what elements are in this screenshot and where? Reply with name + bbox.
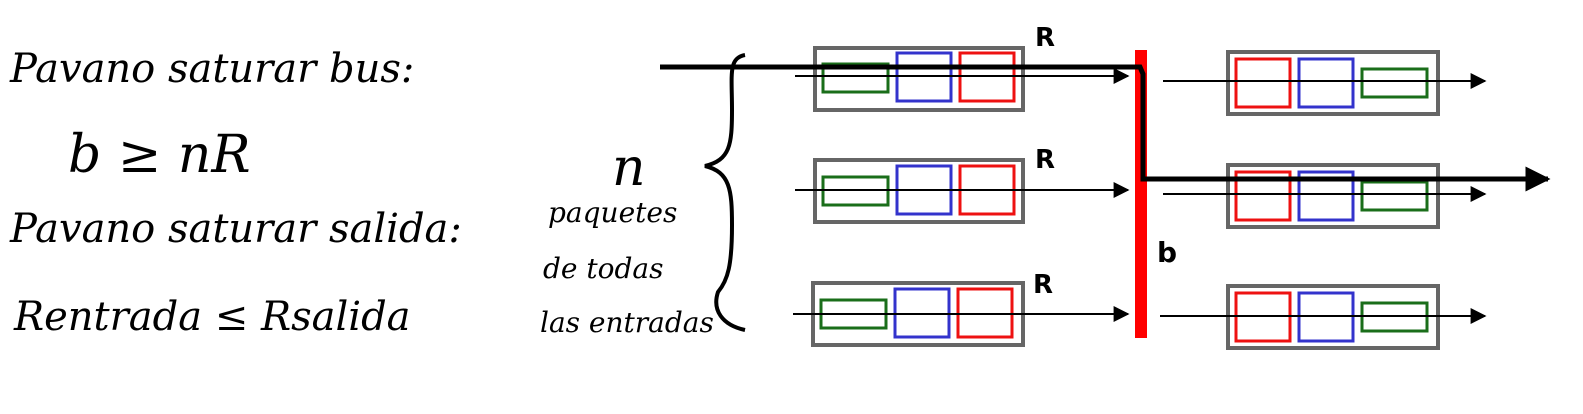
input-port-3: R [793,270,1130,347]
brace-desc-2: de todas [543,252,664,285]
input-port-1: R [795,23,1130,112]
bus-label: b [1157,236,1177,269]
rate-label-2: R [1035,145,1055,175]
highlighted-packet-path [660,64,1551,192]
output-buffer-box [1226,50,1440,116]
packet-red [1234,57,1292,109]
formula-output: Rentrada ≤ Rsalida [13,294,411,340]
input-port-2: R [795,145,1130,224]
output-port-1 [1163,50,1487,116]
output-buffer-box [1226,163,1440,229]
brace-desc-3: las entradas [540,306,714,339]
note-line-bus: Pavano saturar bus: [9,46,414,92]
rate-label-1: R [1035,23,1055,53]
brace-desc-1: paquetes [548,196,677,229]
packet-green [1360,180,1429,212]
rate-label-3: R [1033,270,1053,300]
packet-green [1360,67,1429,99]
output-port-2 [1163,163,1487,229]
output-port-3 [1160,284,1487,350]
formula-bus: b ≥ nR [68,125,251,185]
packet-blue [1297,170,1355,222]
brace-n-label: n [612,138,646,198]
input-buffer-box [813,46,1025,112]
curly-brace [704,53,746,332]
packet-blue [1297,57,1355,109]
note-line-output: Pavano saturar salida: [9,206,462,252]
packet-red [1234,170,1292,222]
packet-green [821,62,890,94]
